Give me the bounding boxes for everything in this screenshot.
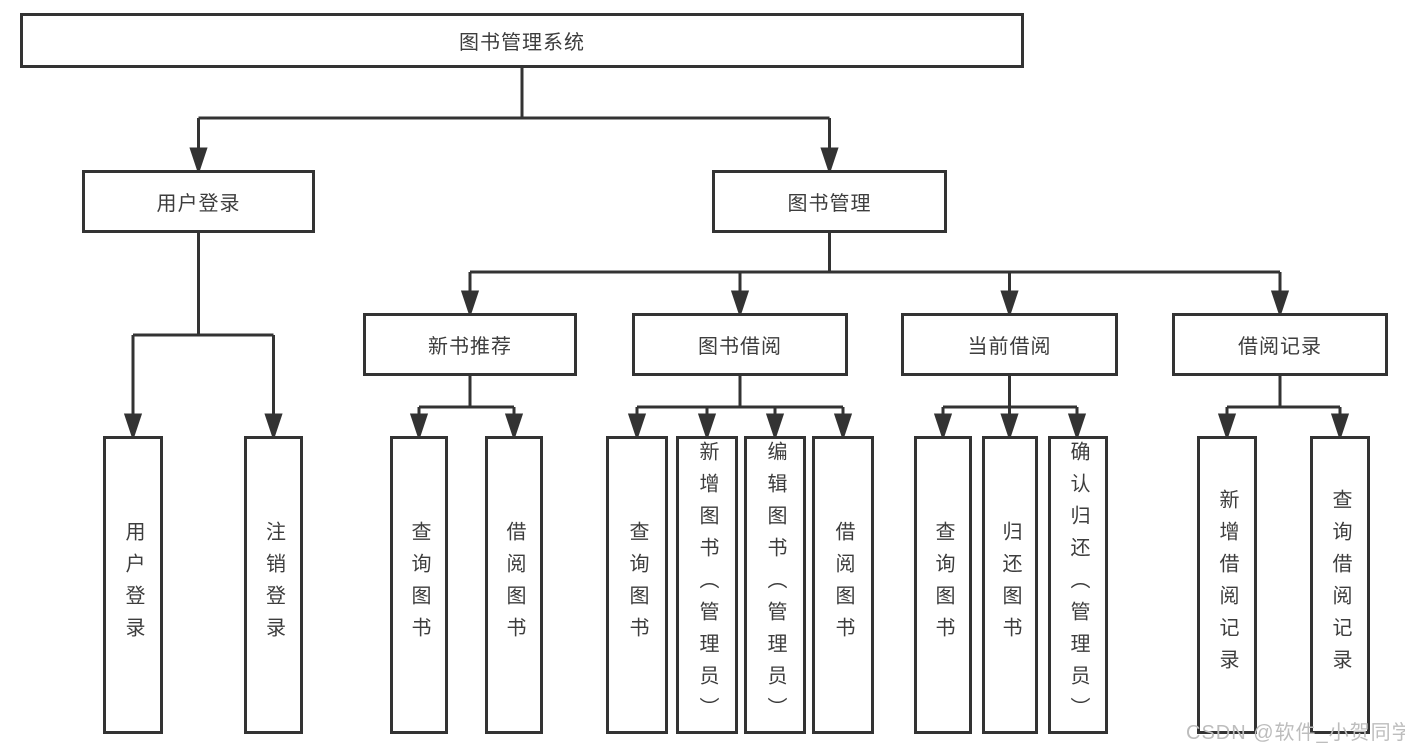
leaf-add-borrow-record: 新增借阅记录 [1197, 436, 1257, 734]
leaf-confirm-return-admin: 确认归还（管理员） [1048, 436, 1108, 734]
leaf-label: 新增借阅记录 [1216, 489, 1238, 681]
csdn-watermark: CSDN @软件_小贺同学 [1186, 722, 1405, 744]
node-borrowing-records: 借阅记录 [1172, 313, 1388, 376]
arrow-down-icon [409, 413, 429, 441]
leaf-query-books-recommend: 查询图书 [390, 436, 448, 734]
node-book-management: 图书管理 [712, 170, 947, 233]
arrow-down-icon [1067, 413, 1087, 441]
leaf-label: 查询图书 [932, 521, 954, 649]
leaf-label: 用户登录 [122, 521, 144, 649]
node-current-borrowing: 当前借阅 [901, 313, 1118, 376]
arrow-down-icon [1330, 413, 1350, 441]
leaf-query-books-borrowing: 查询图书 [606, 436, 668, 734]
leaf-label: 确认归还（管理员） [1067, 441, 1089, 729]
connector-current-borrowing-to-leaves [933, 376, 1087, 441]
leaf-logout: 注销登录 [244, 436, 303, 734]
node-new-book-recommend: 新书推荐 [363, 313, 577, 376]
arrow-down-icon [264, 413, 283, 441]
connector-user-login-to-leaves [123, 233, 283, 441]
leaf-query-books-current: 查询图书 [914, 436, 972, 734]
arrow-down-icon [123, 413, 143, 441]
leaf-label: 新增图书（管理员） [696, 441, 718, 729]
arrow-down-icon [933, 413, 953, 441]
leaf-label: 查询借阅记录 [1329, 489, 1351, 681]
leaf-return-books: 归还图书 [982, 436, 1038, 734]
arrow-down-icon [1217, 413, 1237, 441]
leaf-label: 借阅图书 [832, 521, 854, 649]
connector-new-book-recommend-to-leaves [409, 376, 524, 441]
leaf-edit-books-admin: 编辑图书（管理员） [744, 436, 806, 734]
arrow-down-icon [730, 290, 750, 318]
connector-root-to-level2 [189, 67, 839, 175]
node-library-system: 图书管理系统 [20, 13, 1024, 68]
arrow-down-icon [627, 413, 647, 441]
arrow-down-icon [1270, 290, 1290, 318]
connector-borrowing-records-to-leaves [1217, 376, 1350, 441]
arrow-down-icon [1000, 413, 1019, 441]
leaf-label: 编辑图书（管理员） [764, 441, 786, 729]
connector-book-borrowing-to-leaves [627, 376, 853, 441]
arrow-down-icon [833, 413, 853, 441]
leaf-label: 查询图书 [408, 521, 430, 649]
leaf-user-login: 用户登录 [103, 436, 163, 734]
arrow-down-icon [697, 413, 717, 441]
arrow-down-icon [765, 413, 785, 441]
arrow-down-icon [189, 147, 208, 175]
node-book-borrowing: 图书借阅 [632, 313, 848, 376]
node-user-login: 用户登录 [82, 170, 315, 233]
leaf-label: 注销登录 [262, 521, 285, 649]
leaf-label: 查询图书 [626, 521, 648, 649]
leaf-borrow-books-borrowing: 借阅图书 [812, 436, 874, 734]
arrow-down-icon [820, 147, 839, 175]
arrow-down-icon [460, 290, 480, 318]
leaf-query-borrow-record: 查询借阅记录 [1310, 436, 1370, 734]
arrow-down-icon [1000, 290, 1019, 318]
connector-book-management-to-level3 [460, 233, 1290, 318]
leaf-label: 借阅图书 [503, 521, 525, 649]
leaf-add-books-admin: 新增图书（管理员） [676, 436, 738, 734]
leaf-borrow-books-recommend: 借阅图书 [485, 436, 543, 734]
arrow-down-icon [504, 413, 524, 441]
leaf-label: 归还图书 [999, 521, 1021, 649]
